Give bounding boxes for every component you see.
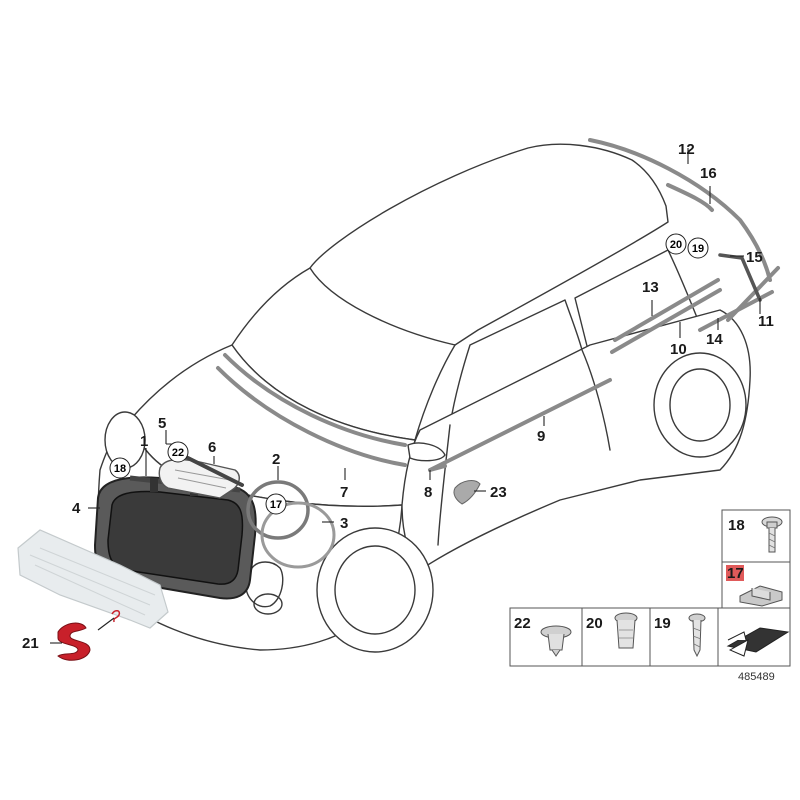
s-emblem: [57, 610, 121, 661]
circled-callout-18: 18: [114, 463, 126, 475]
callout-7: 7: [340, 484, 348, 501]
callout-6: 6: [208, 439, 216, 456]
callouts: 1 2 3 4 5 6 7 8 9 10 11 12 13 14 15 16 2…: [22, 141, 774, 652]
callout-4: 4: [72, 500, 81, 517]
emblem-rings: [246, 480, 336, 569]
legend-18-label: 18: [728, 517, 745, 534]
screw-icon: [688, 613, 706, 658]
callout-10: 10: [670, 341, 687, 358]
trim-strips: [216, 138, 780, 505]
clip-icon: [739, 585, 783, 607]
callout-15: 15: [746, 249, 763, 266]
leader-lines: [50, 148, 761, 644]
circled-callouts: 18 22 17 20 19: [109, 233, 709, 515]
legend-20-label: 20: [586, 615, 603, 632]
callout-5: 5: [158, 415, 166, 432]
push-clip-icon: [540, 625, 572, 657]
bolt-icon: [761, 516, 783, 553]
parts-legend: 18 17 22 20: [509, 509, 791, 667]
callout-2: 2: [272, 451, 280, 468]
circled-callout-19: 19: [692, 243, 704, 255]
legend-22-label: 22: [514, 615, 531, 632]
callout-9: 9: [537, 428, 545, 445]
front-grille: [93, 475, 257, 600]
reference-number: 485489: [738, 671, 775, 683]
callout-16: 16: [700, 165, 717, 182]
circled-callout-17: 17: [270, 499, 282, 511]
callout-12: 12: [678, 141, 695, 158]
callout-23: 23: [490, 484, 507, 501]
circled-callout-22: 22: [172, 447, 184, 459]
legend-19-label: 19: [654, 615, 671, 632]
lower-grille: [17, 529, 169, 629]
callout-8: 8: [424, 484, 432, 501]
expansion-nut-icon: [614, 612, 638, 649]
callout-13: 13: [642, 279, 659, 296]
direction-arrow-icon: [726, 627, 790, 657]
legend-17-label: 17: [727, 565, 744, 582]
callout-14: 14: [706, 331, 723, 348]
callout-21: 21: [22, 635, 39, 652]
callout-11: 11: [758, 313, 774, 330]
circled-callout-20: 20: [670, 239, 682, 251]
callout-1: 1: [140, 433, 148, 450]
callout-3: 3: [340, 515, 348, 532]
